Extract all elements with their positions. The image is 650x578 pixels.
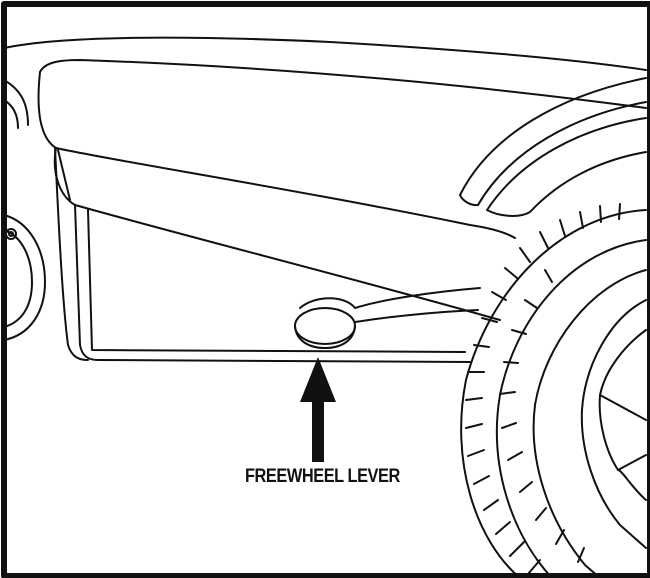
freewheel-lever: [294, 287, 481, 349]
freewheel-lever-label: FREEWHEEL LEVER: [245, 466, 400, 487]
wheel-fender: [459, 77, 647, 217]
front-drive-wheel: [460, 203, 647, 578]
mower-upper-shell: [37, 59, 647, 321]
arrow-up-icon: [300, 357, 336, 462]
chassis-side-panel: [54, 147, 471, 363]
rear-wheel: [3, 79, 46, 341]
body-outline-top: [3, 36, 647, 71]
